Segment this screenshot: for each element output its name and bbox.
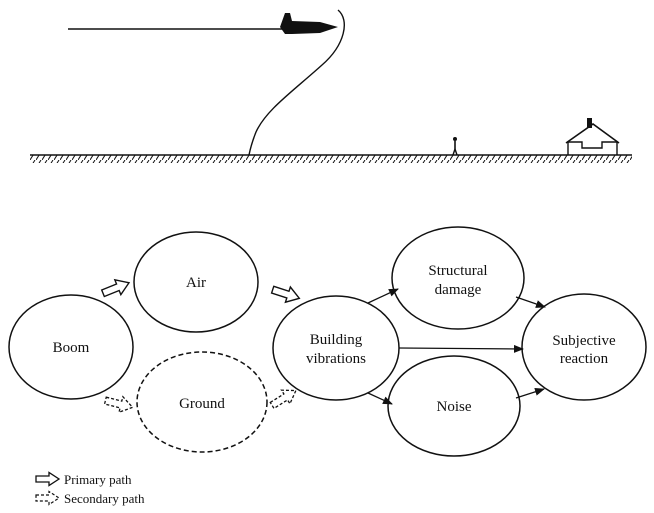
flow-diagram: Boom Air Ground Building vibrations Stru… — [8, 226, 647, 457]
node-structural-label-line1: Structural — [428, 263, 487, 279]
arrow-noise-to-subjective — [515, 387, 545, 399]
node-building-label-line2: vibrations — [306, 351, 366, 367]
person-icon — [452, 137, 458, 156]
node-subjective-label-line1: Subjective — [552, 333, 616, 349]
node-ground-label: Ground — [179, 396, 225, 412]
node-noise-label: Noise — [437, 399, 472, 415]
node-boom-label: Boom — [53, 340, 90, 356]
node-ground — [136, 351, 268, 453]
ground-hatch — [30, 155, 632, 163]
arrow-structural-to-subjective — [515, 296, 546, 308]
arrow-building-to-noise — [367, 392, 393, 405]
node-structural-label-line2: damage — [435, 282, 482, 298]
legend-primary-arrow-icon — [35, 471, 61, 487]
secondary-arrow-ground-to-building — [269, 389, 297, 410]
node-air — [133, 231, 259, 333]
house-icon — [565, 118, 620, 155]
secondary-arrow-boom-to-ground — [103, 395, 134, 414]
legend: Primary path Secondary path — [35, 471, 145, 506]
node-boom — [8, 294, 134, 400]
legend-secondary-arrow-icon — [35, 490, 61, 506]
primary-arrow-boom-to-air — [100, 278, 131, 298]
legend-primary-label: Primary path — [64, 472, 132, 487]
shock-wave-curve — [248, 9, 345, 156]
node-noise — [387, 355, 521, 457]
primary-arrow-air-to-building — [270, 285, 301, 304]
aircraft-icon — [280, 13, 338, 34]
node-building-vibrations — [272, 295, 400, 401]
legend-secondary-label: Secondary path — [64, 491, 145, 506]
node-structural-damage — [391, 226, 525, 330]
scene-illustration — [30, 9, 632, 163]
node-air-label: Air — [186, 275, 206, 291]
node-building-label-line1: Building — [310, 332, 363, 348]
node-subjective-label-line2: reaction — [560, 351, 609, 367]
arrow-building-to-subjective — [398, 344, 524, 353]
arrow-building-to-structural — [367, 288, 399, 304]
